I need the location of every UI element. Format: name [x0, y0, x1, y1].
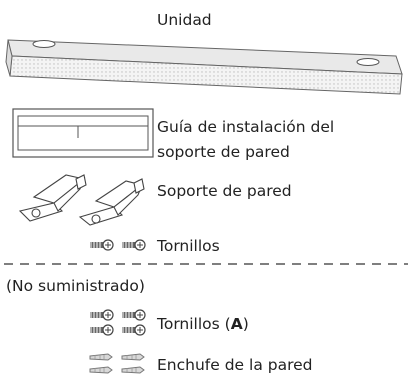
screws-a-letter: A: [230, 315, 243, 333]
wall-plug-label: Enchufe de la pared: [157, 356, 313, 374]
screws-a-illustration: [90, 309, 146, 336]
screws-a-close: ): [242, 315, 249, 333]
install-guide-label-line1: Guía de instalación del: [157, 118, 335, 136]
wall-bracket-label: Soporte de pared: [157, 182, 292, 200]
screws-a-label: Tornillos (A): [157, 314, 249, 334]
wall-bracket-install-guide-illustration: [12, 108, 154, 158]
screws-illustration: [90, 239, 146, 251]
screws-a-text: Tornillos (: [157, 315, 231, 333]
soundbar-unit-illustration: [5, 39, 403, 95]
wall-bracket-illustration: [18, 174, 145, 226]
wall-plugs-illustration: [89, 353, 145, 374]
section-divider: [4, 263, 408, 265]
not-supplied-header: (No suministrado): [6, 277, 145, 295]
install-guide-label-line2: soporte de pared: [157, 143, 290, 161]
unit-label: Unidad: [157, 11, 212, 29]
screws-label: Tornillos: [157, 237, 220, 255]
